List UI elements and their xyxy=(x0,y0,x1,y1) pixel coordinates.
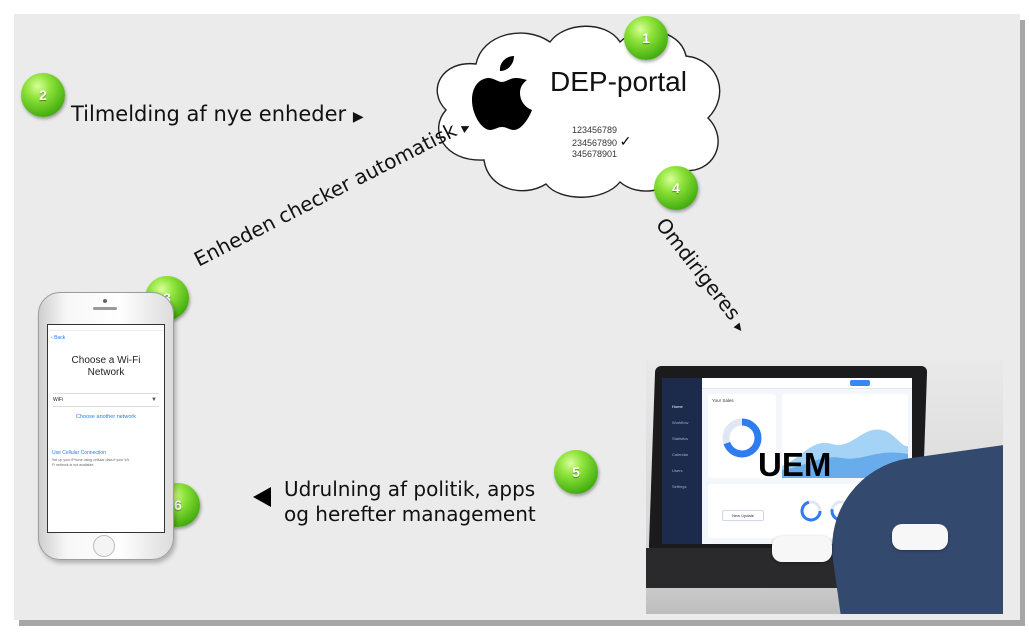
step-badge-5: 5 xyxy=(554,450,598,494)
wifi-screen-title: Choose a Wi-Fi Network xyxy=(71,355,141,378)
serial-list: 123456789 234567890 ✓ 345678901 xyxy=(572,125,631,160)
serial-number: 123456789 xyxy=(572,125,618,135)
nav-item[interactable]: Users xyxy=(672,468,683,473)
nav-item[interactable]: Statistics xyxy=(672,436,689,441)
serial-number: 345678901 xyxy=(572,149,618,159)
sales-card: Your Sales xyxy=(708,394,776,478)
enrollment-label: Tilmelding af nye enheder ▶ xyxy=(71,102,364,126)
donut-chart xyxy=(722,418,762,458)
nav-item[interactable]: Home xyxy=(672,404,683,409)
arrow-right-icon: ▶ xyxy=(352,109,364,125)
cloud-shape xyxy=(436,25,721,198)
nav-item[interactable]: Workflow xyxy=(672,420,689,425)
new-update-button[interactable]: New Update xyxy=(722,510,764,521)
back-link[interactable]: ‹ Back xyxy=(51,335,66,341)
white-glove-right xyxy=(892,524,948,550)
wifi-signal-icon: ▼ xyxy=(151,397,157,403)
arrow-left-icon xyxy=(253,487,271,507)
step-badge-4: 4 xyxy=(654,166,698,210)
dashboard-sidebar: Home Workflow Statistics Calendar Users … xyxy=(662,378,702,544)
choose-another-network-link[interactable]: Choose another network xyxy=(76,414,136,420)
use-cellular-link[interactable]: Use Cellular Connection xyxy=(52,450,106,456)
uem-label: UEM xyxy=(758,446,832,483)
sales-title: Your Sales xyxy=(712,398,734,403)
cellular-note: Set up your iPhone using cellular data i… xyxy=(52,458,130,467)
speaker-grille xyxy=(93,307,117,310)
laptop-photo: Home Workflow Statistics Calendar Users … xyxy=(646,360,1003,614)
step-badge-1: 1 xyxy=(624,16,668,60)
nav-item[interactable]: Calendar xyxy=(672,452,689,457)
checkmark-icon: ✓ xyxy=(619,133,632,149)
white-glove-left xyxy=(772,536,832,562)
serial-number: 234567890 ✓ xyxy=(572,133,632,149)
dep-cloud xyxy=(436,25,721,198)
phone-screen: ‹ Back Choose a Wi-Fi Network WiFi ▼ Cho… xyxy=(47,324,165,533)
iphone-device: ‹ Back Choose a Wi-Fi Network WiFi ▼ Cho… xyxy=(38,292,174,560)
front-camera xyxy=(103,299,107,303)
status-bar xyxy=(48,325,164,331)
wifi-network-row[interactable]: WiFi ▼ xyxy=(53,393,159,407)
step-badge-2: 2 xyxy=(21,73,65,117)
dep-portal-title: DEP-portal xyxy=(550,66,687,97)
deployment-label: Udrulning af politik, apps og herefter m… xyxy=(284,477,536,526)
apple-logo-icon xyxy=(472,56,532,130)
nav-item[interactable]: Settings xyxy=(672,484,687,489)
dashboard-topbar xyxy=(702,378,912,389)
home-button[interactable] xyxy=(93,535,115,557)
topbar-button[interactable] xyxy=(850,380,870,386)
